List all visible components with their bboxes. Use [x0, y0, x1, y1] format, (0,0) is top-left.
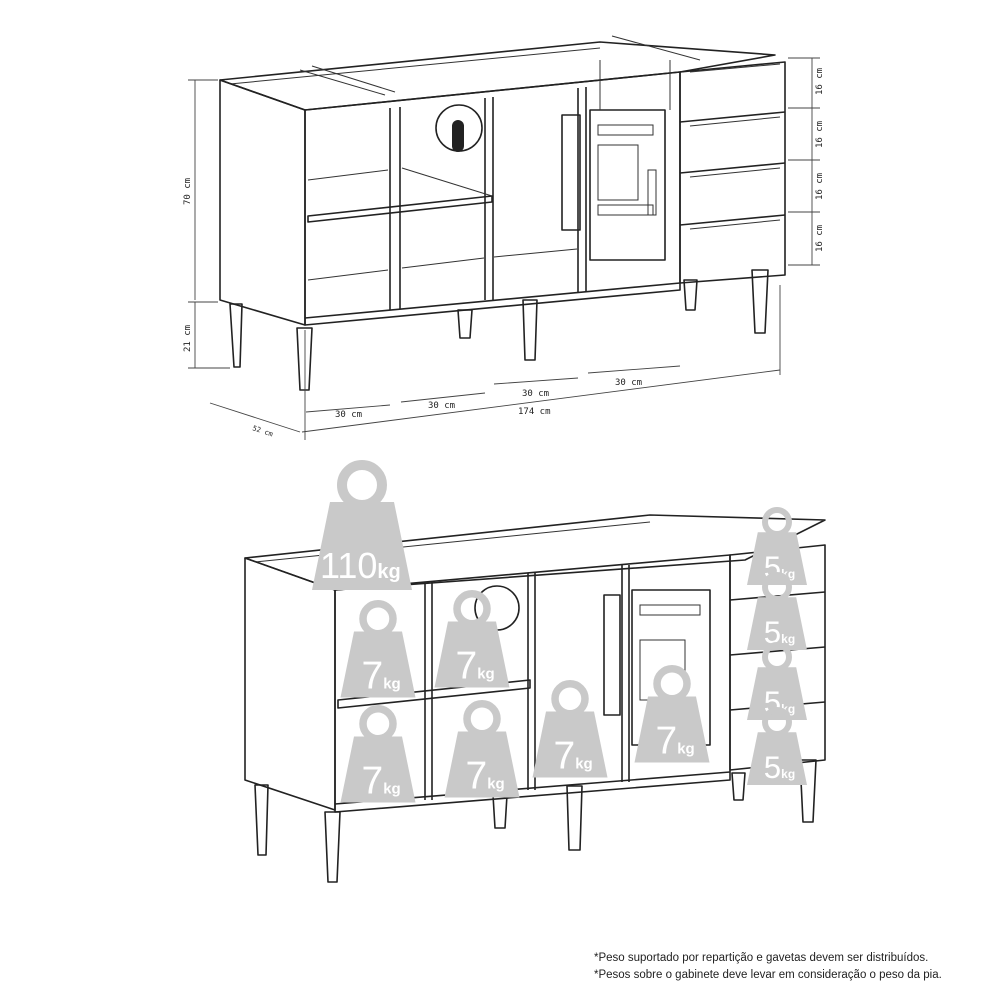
- weight-value: 7kg: [362, 760, 401, 803]
- weight-icon: [532, 711, 608, 778]
- pull-out-rack: [561, 60, 671, 261]
- note-sink-weight: *Pesos sobre o gabinete deve levar em co…: [594, 969, 942, 981]
- module-width-label: 30 cm: [428, 401, 455, 411]
- weight-ring-icon: [463, 700, 501, 738]
- weight-ring-icon: [337, 460, 387, 510]
- weight-icon: [340, 736, 416, 803]
- weight-ring-icon: [359, 705, 397, 743]
- compartment-weight: 7kg: [434, 590, 510, 688]
- compartment-weight: 7kg: [340, 705, 416, 803]
- weight-ring-icon: [359, 600, 397, 638]
- shelf: [307, 195, 493, 223]
- drawer-weight: 5kg: [747, 707, 807, 785]
- leg: [324, 811, 341, 883]
- weight-ring-icon: [453, 590, 491, 628]
- drawer-height-label: 16 cm: [815, 225, 825, 252]
- depth-label: 52 cm: [251, 424, 274, 438]
- side-panel: [219, 79, 306, 326]
- weight-icon: [747, 532, 807, 585]
- weight-ring-icon: [653, 665, 691, 703]
- cabinet-top: [219, 41, 776, 111]
- total-width-label: 174 cm: [518, 407, 551, 417]
- weight-value: 7kg: [466, 755, 505, 798]
- compartment-weight: 7kg: [634, 665, 710, 763]
- weight-icon: [747, 732, 807, 785]
- leg: [492, 794, 508, 829]
- leg: [254, 784, 269, 856]
- dimension-drawing: 70 cm 21 cm 52 cm 174 cm 30 cm 30 cm 30 …: [183, 35, 825, 440]
- top-weight: 110kg: [312, 460, 412, 590]
- weight-ring-icon: [762, 507, 792, 537]
- weight-icon: [747, 597, 807, 650]
- notes: *Peso suportado por repartição e gavetas…: [594, 950, 942, 984]
- side-panel: [244, 557, 336, 811]
- weight-icon: [634, 696, 710, 763]
- weight-icon: [434, 621, 510, 688]
- weight-value: 7kg: [456, 645, 495, 688]
- drawer-column: [679, 61, 786, 284]
- weight-icon: [747, 667, 807, 720]
- drawer-weight: 5kg: [747, 572, 807, 650]
- weight-value: 5kg: [764, 615, 795, 650]
- front-frame: [334, 554, 731, 813]
- compartment-weight: 7kg: [532, 680, 608, 778]
- drawer-height-label: 16 cm: [815, 68, 825, 95]
- module-width-label: 30 cm: [335, 410, 362, 420]
- weight-icon: [340, 631, 416, 698]
- note-distribution: *Peso suportado por repartição e gavetas…: [594, 952, 929, 964]
- leg: [731, 772, 746, 801]
- module-width-label: 30 cm: [522, 389, 549, 399]
- front-frame: [304, 71, 681, 326]
- weight-value: 7kg: [554, 735, 593, 778]
- drawer-height-label: 16 cm: [815, 121, 825, 148]
- leg: [566, 785, 583, 851]
- weight-icon: [444, 731, 520, 798]
- weight-icon: [312, 502, 412, 590]
- weight-value: 7kg: [362, 655, 401, 698]
- legs: [229, 269, 769, 391]
- height-label: 70 cm: [183, 178, 193, 205]
- weight-value: 5kg: [764, 750, 795, 785]
- compartment-weight: 7kg: [444, 700, 520, 798]
- leg: [799, 759, 817, 823]
- drawer-height-label: 16 cm: [815, 173, 825, 200]
- module-width-label: 30 cm: [615, 378, 642, 388]
- compartment-weight: 7kg: [340, 600, 416, 698]
- weight-value: 110kg: [320, 545, 401, 586]
- leg-height-label: 21 cm: [183, 325, 193, 352]
- weight-value: 7kg: [656, 720, 695, 763]
- weight-ring-icon: [551, 680, 589, 718]
